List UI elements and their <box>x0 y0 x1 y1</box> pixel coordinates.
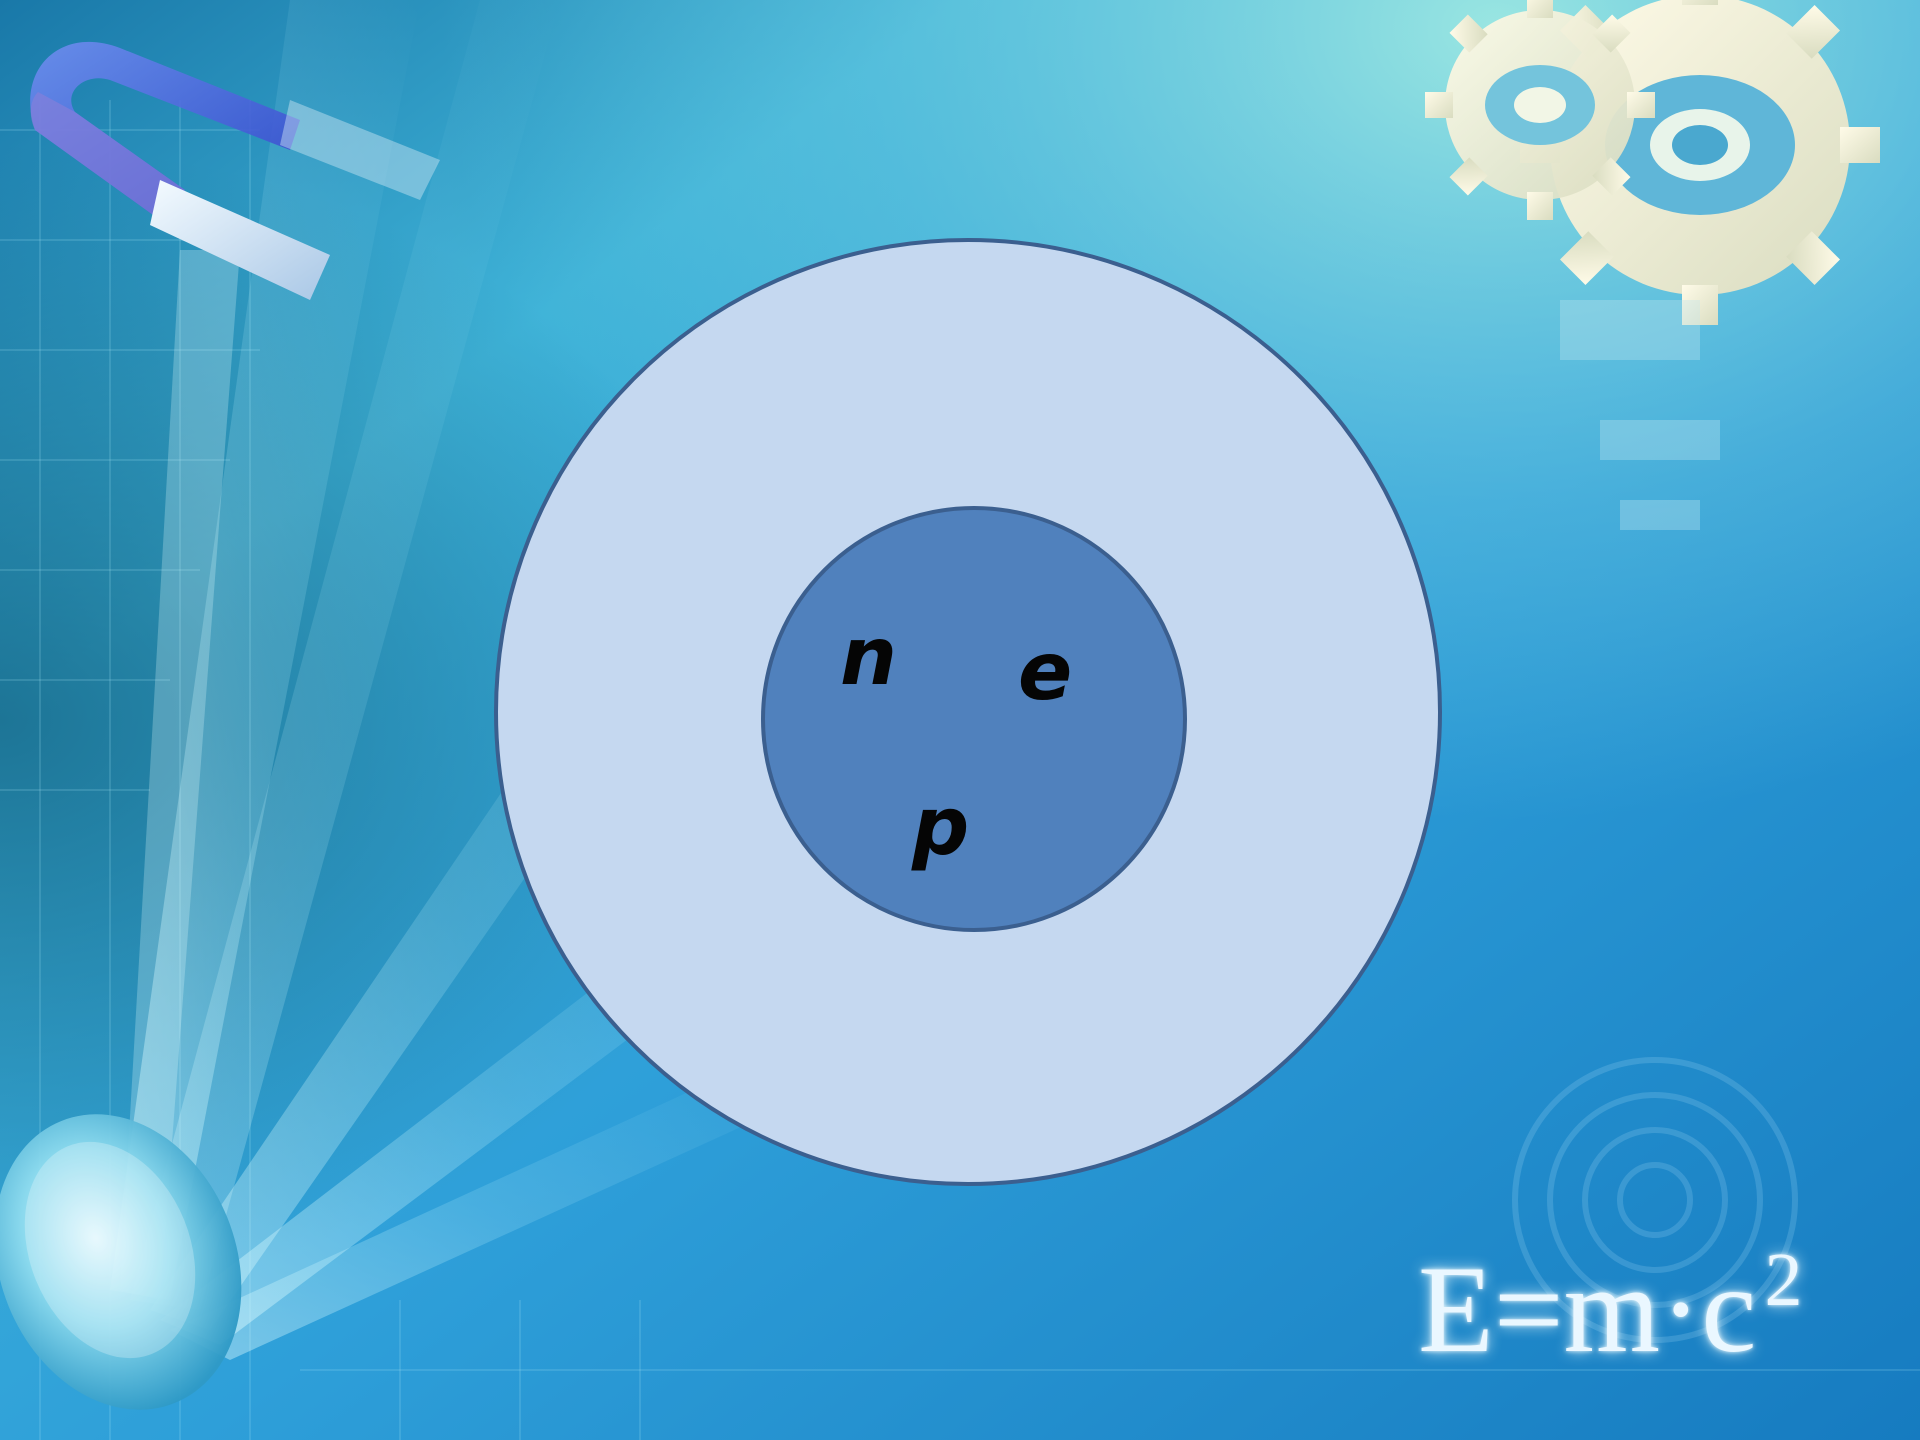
gears-icon <box>1425 0 1880 530</box>
grid-lines <box>0 100 1920 1440</box>
atom-diagram <box>494 238 1442 1186</box>
formula-main: E=m·c <box>1418 1241 1757 1378</box>
lens-icon <box>0 1114 242 1410</box>
magnet-icon <box>30 41 440 300</box>
particle-label-p: p <box>912 780 970 873</box>
particle-label-e: e <box>1018 625 1073 718</box>
concentric-rings-icon <box>1512 1057 1798 1343</box>
nucleus-circle <box>761 506 1187 932</box>
particle-label-n: n <box>840 610 897 703</box>
formula-exponent: 2 <box>1764 1238 1803 1322</box>
